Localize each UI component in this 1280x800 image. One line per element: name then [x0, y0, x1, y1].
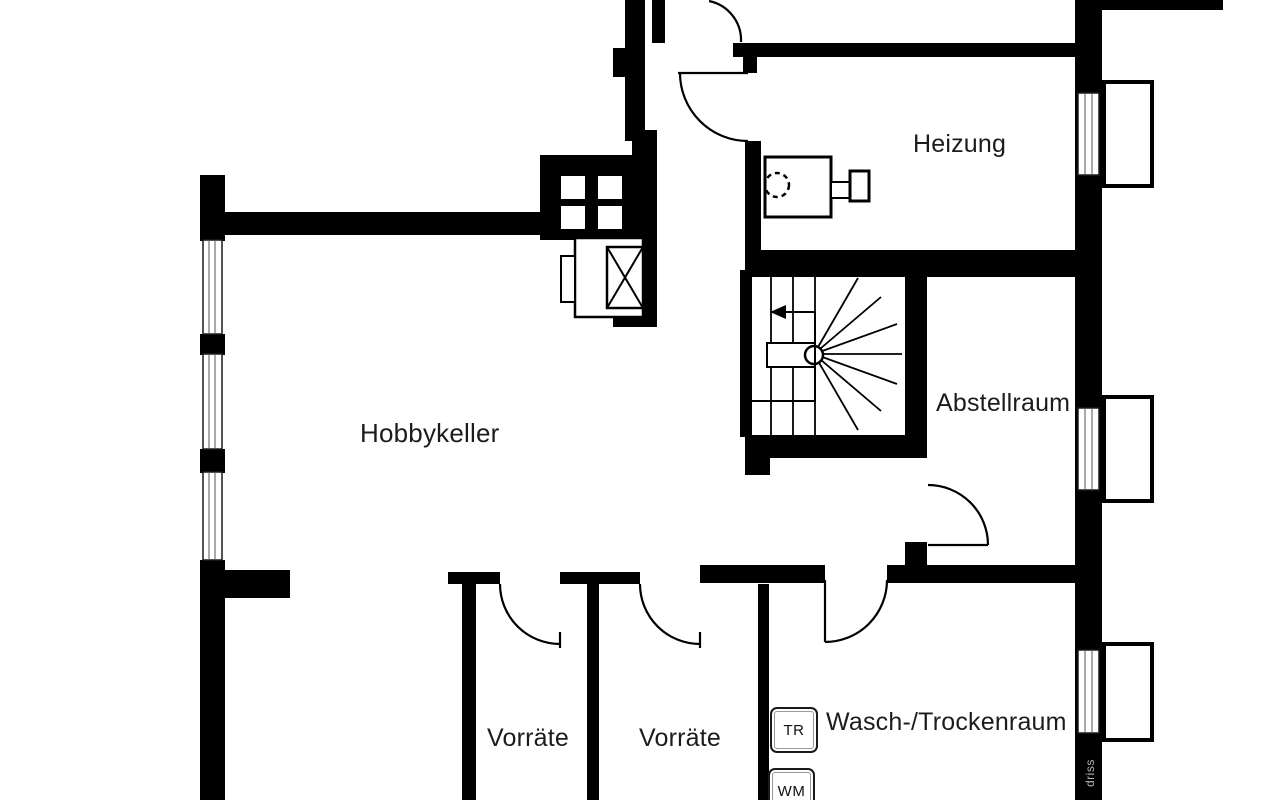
watermark-text: driss	[1083, 759, 1097, 787]
wall	[200, 175, 225, 241]
stove-icon	[560, 236, 645, 319]
wall	[448, 572, 500, 584]
burner-icon	[763, 171, 791, 199]
wall	[887, 565, 1075, 583]
chimney-flue	[598, 176, 622, 199]
chimney-flue	[561, 206, 585, 229]
window-icon	[1077, 407, 1100, 491]
door-swing-icon	[927, 483, 990, 547]
dryer-label: TR	[783, 721, 805, 739]
wall	[733, 43, 1075, 57]
chimney-flue	[598, 206, 622, 229]
door-swing-icon	[638, 583, 702, 648]
light-well-icon	[1102, 80, 1154, 188]
door-swing-icon	[823, 579, 889, 644]
boiler-icon	[763, 155, 871, 219]
window-icon	[202, 239, 223, 335]
wall	[200, 449, 225, 473]
room-label-vorraete-2: Vorräte	[639, 724, 722, 752]
chimney-flues	[561, 176, 622, 229]
window-icon	[1077, 92, 1100, 176]
wall	[745, 435, 770, 475]
wall	[740, 270, 752, 437]
room-label-wasch-trockenraum: Wasch-/Trockenraum	[826, 708, 1067, 736]
washing-machine-label: WM	[777, 782, 806, 800]
wall	[1102, 0, 1223, 10]
wall	[200, 334, 225, 355]
wall	[758, 584, 769, 800]
washing-machine-symbol: WM	[768, 768, 815, 800]
room-label-heizung: Heizung	[913, 130, 1007, 158]
window-icon	[202, 353, 223, 450]
wall	[222, 212, 543, 235]
window-icon	[202, 471, 223, 561]
wall	[462, 584, 476, 800]
window-icon	[1077, 649, 1100, 734]
wall	[200, 560, 225, 800]
windows	[202, 92, 1100, 734]
light-well-icon	[1102, 642, 1154, 742]
wall	[913, 548, 925, 566]
wall	[905, 273, 927, 458]
room-label-abstellraum: Abstellraum	[936, 389, 1071, 417]
wall	[652, 0, 665, 43]
wall	[745, 250, 1075, 277]
doors	[498, 0, 990, 648]
wall	[625, 0, 645, 141]
light-wells	[1102, 80, 1154, 742]
spiral-staircase-icon	[741, 277, 903, 435]
chimney-flue	[561, 176, 585, 199]
wall	[745, 435, 917, 458]
wall	[587, 584, 599, 800]
wall	[745, 141, 761, 278]
dryer-symbol: TR	[770, 707, 818, 753]
wall	[203, 570, 290, 598]
door-swing-icon	[708, 0, 743, 43]
wall	[560, 572, 640, 584]
wall	[743, 53, 757, 73]
room-label-hobbykeller: Hobbykeller	[360, 418, 500, 448]
light-well-icon	[1102, 395, 1154, 503]
stair-direction-arrow-icon	[741, 305, 816, 407]
wall	[613, 48, 625, 77]
door-swing-icon	[678, 71, 749, 143]
door-swing-icon	[498, 583, 562, 648]
wall	[700, 565, 825, 583]
room-label-vorraete-1: Vorräte	[487, 724, 570, 752]
